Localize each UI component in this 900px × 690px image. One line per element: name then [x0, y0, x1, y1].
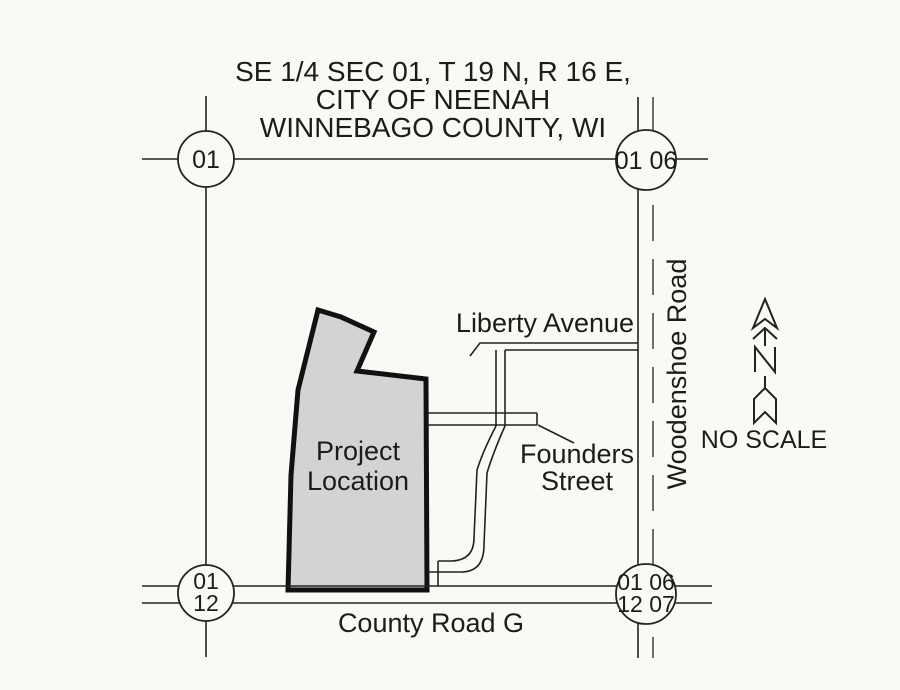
- section-marker-sw-circle: [177, 564, 235, 622]
- title-block: SE 1/4 SEC 01, T 19 N, R 16 E, CITY OF N…: [235, 56, 631, 143]
- north-arrow-icon: [750, 296, 780, 426]
- founders-street-label-line1: Founders: [520, 439, 634, 469]
- liberty-avenue-north-edge: [469, 342, 638, 357]
- no-scale-note: NO SCALE: [701, 426, 827, 454]
- north-arrow-chevron: [752, 326, 778, 340]
- section-number-sw-line2: 12: [193, 590, 219, 616]
- section-number-nw: 01: [192, 146, 220, 174]
- section-number-ne: 01 06: [615, 147, 678, 175]
- project-location-parcel: [285, 306, 430, 593]
- title-line-1: SE 1/4 SEC 01, T 19 N, R 16 E,: [235, 56, 631, 87]
- north-arrow-fletching: [753, 386, 777, 426]
- section-marker-se-circle: [615, 563, 677, 625]
- section-marker-ne-circle: [615, 129, 677, 191]
- project-location-label-line1: Project: [316, 436, 401, 466]
- project-location-label-line2: Location: [307, 466, 409, 496]
- north-arrow-n-glyph: [754, 344, 776, 375]
- founders-street-outer-curve: [428, 425, 506, 573]
- founders-street-leader-line: [537, 424, 575, 444]
- woodenshoe-road-label: Woodenshoe Road: [662, 259, 692, 490]
- title-line-3: WINNEBAGO COUNTY, WI: [260, 112, 606, 143]
- section-number-se-line2: 12 07: [617, 591, 675, 617]
- section-number-sw-line1: 01: [193, 568, 219, 594]
- founders-street-label-line2: Street: [541, 466, 614, 496]
- north-arrow-head: [750, 296, 780, 331]
- liberty-avenue-label: Liberty Avenue: [456, 308, 634, 338]
- county-road-g-label: County Road G: [338, 608, 524, 638]
- section-marker-nw-circle: [177, 130, 235, 188]
- founders-street-inner-curve: [438, 425, 497, 562]
- section-number-se-line1: 01 06: [617, 569, 675, 595]
- section-markers: [177, 129, 677, 625]
- title-line-2: CITY OF NEENAH: [316, 84, 550, 115]
